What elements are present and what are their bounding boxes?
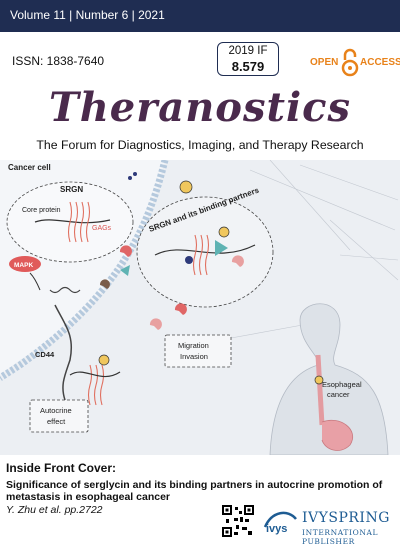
- ivyspring-logo-icon: ivys: [262, 505, 298, 537]
- open-access-left-text: OPEN: [310, 57, 339, 68]
- open-access-logo: OPEN ACCESS: [310, 48, 400, 78]
- cancer-cell-label: Cancer cell: [8, 163, 51, 172]
- qr-code-graphic: [222, 505, 254, 537]
- journal-title: Theranostics: [48, 84, 352, 131]
- open-access-lock-icon: [341, 48, 359, 77]
- impact-factor-value: 8.579: [231, 59, 265, 74]
- core-protein-label: Core protein: [22, 207, 61, 214]
- top-banner: [0, 0, 400, 32]
- impact-factor-badge: 2019 IF 8.579: [217, 42, 279, 76]
- issn-text: ISSN: 1838-7640: [12, 54, 105, 68]
- journal-tagline: The Forum for Diagnostics, Imaging, and …: [36, 138, 364, 152]
- gags-label: GAGs: [92, 225, 112, 232]
- publisher-subtitle: INTERNATIONAL PUBLISHER: [302, 528, 379, 546]
- cover-illustration: Cancer cell SRGN Core protein GAGs SRGN …: [0, 159, 400, 456]
- effect-label: effect: [47, 417, 66, 426]
- impact-factor-label: 2019 IF: [228, 45, 268, 57]
- esophageal-cancer-label: cancer: [327, 390, 350, 399]
- publisher-name: IVYSPRING: [302, 510, 390, 526]
- open-access-right-text: ACCESS: [360, 57, 400, 68]
- invasion-label: Invasion: [180, 352, 208, 361]
- migration-label: Migration: [178, 341, 209, 350]
- cover-caption: Inside Front Cover: Significance of serg…: [6, 461, 396, 516]
- srgn-label: SRGN: [60, 185, 83, 194]
- mapk-label: MAPK: [14, 262, 33, 269]
- caption-author: Y. Zhu et al. pp.2722: [6, 504, 103, 516]
- autocrine-label: Autocrine: [40, 406, 72, 415]
- esophageal-label: Esophageal: [322, 380, 362, 389]
- qr-code: [222, 505, 254, 537]
- caption-article-title: Significance of serglycin and its bindin…: [6, 479, 383, 503]
- ivyspring-logo-text: ivys: [266, 523, 287, 535]
- caption-heading: Inside Front Cover:: [6, 461, 117, 475]
- cd44-label: CD44: [35, 350, 55, 359]
- volume-issue-line: Volume 11 | Number 6 | 2021: [10, 8, 165, 22]
- cover-illustration-svg: Cancer cell SRGN Core protein GAGs SRGN …: [0, 159, 400, 456]
